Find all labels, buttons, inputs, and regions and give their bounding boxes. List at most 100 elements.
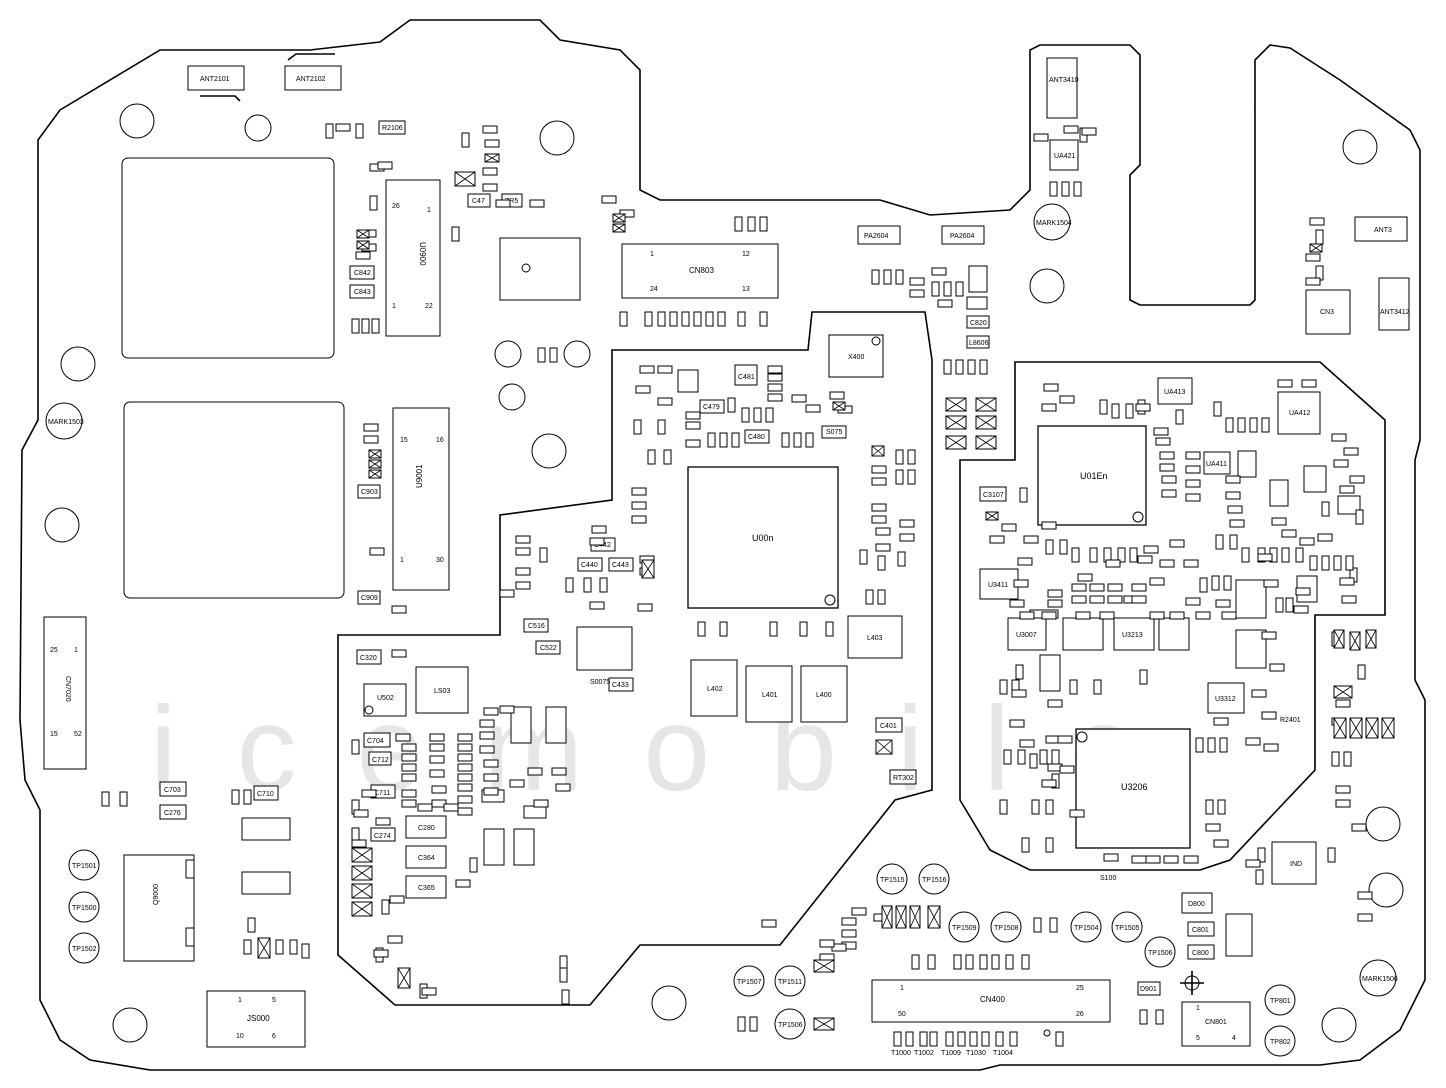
connector-cn7020: CN7020 25 1 15 52	[43, 616, 87, 770]
passive-pad	[909, 277, 925, 286]
ic-u502: U502	[363, 683, 407, 717]
x-pad	[351, 865, 373, 881]
passive-pad	[1107, 595, 1123, 604]
passive-pad	[1225, 475, 1241, 484]
passive-pad	[401, 773, 417, 782]
passive-pad	[401, 753, 417, 762]
passive-pad	[1213, 839, 1229, 848]
passive-pad	[549, 347, 558, 363]
x-pad	[351, 883, 373, 899]
passive-pad	[1269, 663, 1285, 672]
passive-pad	[697, 621, 706, 637]
passive-pad	[799, 621, 808, 637]
component-q9000: Q9000	[123, 817, 291, 962]
antenna-ant3412: ANT3412	[1378, 277, 1410, 331]
passive-pad	[529, 199, 545, 208]
passive-pad	[1241, 547, 1250, 563]
svg-text:5: 5	[1196, 1035, 1200, 1042]
passive-pad	[431, 785, 447, 794]
svg-text:C320: C320	[360, 655, 377, 662]
x-pad	[612, 223, 626, 233]
svg-text:C401: C401	[880, 723, 897, 730]
svg-text:L8606: L8606	[969, 340, 989, 347]
passive-pad	[1169, 611, 1185, 620]
passive-pad	[301, 943, 310, 959]
passive-pad	[1135, 403, 1151, 412]
passive-pad	[685, 421, 701, 430]
svg-text:1: 1	[238, 997, 242, 1004]
inductor-l402: L402	[690, 659, 738, 717]
passive-pad	[1357, 913, 1373, 922]
passive-pad	[451, 226, 460, 242]
passive-pad	[633, 419, 642, 435]
shield-frame-center	[337, 311, 933, 1006]
passive-pad	[1059, 765, 1075, 774]
passive-pad	[1271, 517, 1287, 526]
passive-pad	[871, 465, 887, 474]
passive-pad	[1069, 809, 1085, 818]
passive-pad	[1005, 954, 1014, 970]
passive-pad	[1315, 229, 1324, 245]
svg-text:6: 6	[272, 1033, 276, 1040]
svg-text:TP1511: TP1511	[778, 979, 802, 986]
svg-text:C364: C364	[418, 855, 435, 862]
passive-pad	[791, 394, 807, 403]
svg-text:MARK1506: MARK1506	[1362, 976, 1398, 983]
passive-pad	[1159, 451, 1175, 460]
x-pad	[368, 469, 382, 479]
passive-pad	[657, 311, 666, 327]
svg-text:C516: C516	[528, 623, 545, 630]
passive-pad	[351, 318, 360, 334]
svg-text:R2401: R2401	[1280, 717, 1301, 724]
svg-text:1: 1	[900, 985, 904, 992]
small-passives	[101, 123, 1373, 1047]
passive-pad	[1103, 853, 1119, 862]
passive-pad	[401, 789, 417, 798]
passive-pad	[685, 411, 701, 420]
x-pad	[1365, 717, 1379, 739]
svg-text:12: 12	[742, 251, 750, 258]
passive-pad	[877, 555, 886, 571]
passive-pad	[1029, 753, 1038, 769]
svg-text:U3213: U3213	[1122, 632, 1143, 639]
x-pad	[909, 905, 921, 929]
passive-pad	[1295, 587, 1311, 596]
passive-pad	[1225, 491, 1241, 500]
svg-text:1: 1	[400, 557, 404, 564]
passive-pad	[361, 789, 377, 798]
passive-pad	[1041, 521, 1057, 530]
passive-pad	[1043, 383, 1059, 392]
passive-pad	[1211, 575, 1220, 591]
ic-u0900: U0900 26 1 1 22	[385, 179, 441, 337]
bottom-pads: T1000 T1002 T1009 T1030 T1004	[891, 1050, 1013, 1057]
svg-text:PA2604: PA2604	[950, 233, 974, 240]
svg-text:TP801: TP801	[1270, 998, 1291, 1005]
svg-text:X400: X400	[848, 354, 864, 361]
passive-pad	[1309, 555, 1318, 571]
passive-pad	[793, 432, 802, 448]
svg-text:U9001: U9001	[415, 464, 424, 488]
svg-text:IND: IND	[1290, 861, 1302, 868]
passive-pad	[819, 939, 835, 948]
passive-pad	[1137, 555, 1153, 564]
svg-text:T1004: T1004	[993, 1050, 1013, 1057]
passive-pad	[1077, 573, 1093, 582]
passive-pad	[931, 267, 947, 276]
passive-pad	[705, 311, 714, 327]
svg-text:RT302: RT302	[893, 775, 914, 782]
passive-pad	[1047, 589, 1063, 598]
x-pad	[1333, 685, 1353, 699]
passive-pad	[391, 649, 407, 658]
passive-pad	[1257, 553, 1273, 562]
passive-pad	[1343, 447, 1359, 456]
passive-pad	[1071, 583, 1087, 592]
passive-pad	[395, 733, 411, 742]
passive-pad	[482, 183, 498, 192]
board-outline	[19, 19, 1426, 1071]
passive-pad	[1215, 599, 1231, 608]
passive-pad	[482, 167, 498, 176]
svg-text:U502: U502	[377, 695, 394, 702]
passive-pad	[943, 281, 952, 297]
passive-pad	[555, 783, 571, 792]
svg-text:U3411: U3411	[988, 582, 1008, 589]
